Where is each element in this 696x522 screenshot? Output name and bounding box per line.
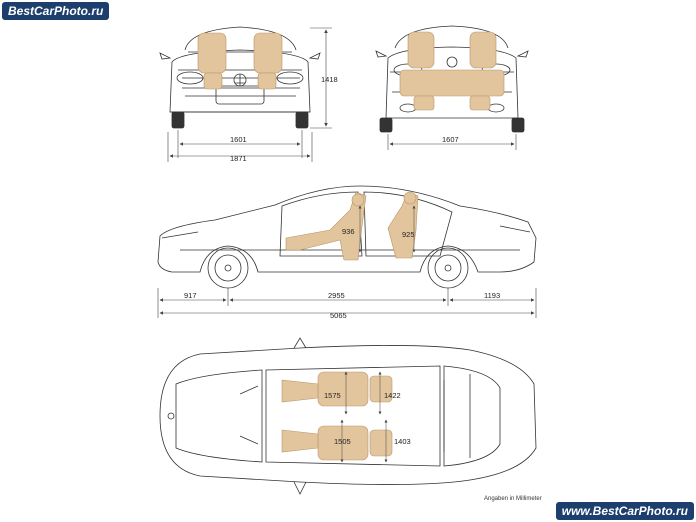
front-track-dimension <box>167 130 313 162</box>
rear-overhang-label: 1193 <box>484 291 500 300</box>
width-label: 1871 <box>230 154 247 163</box>
front-overhang-label: 917 <box>184 291 197 300</box>
top-view <box>159 337 537 495</box>
watermark-top: BestCarPhoto.ru <box>2 2 110 20</box>
front-view <box>159 26 321 129</box>
length-dimensions <box>157 288 537 318</box>
front-track-label: 1601 <box>230 135 247 144</box>
cabin-width-markers <box>340 371 388 463</box>
rear-track-dimension <box>387 134 517 150</box>
wheelbase-label: 2955 <box>328 291 345 300</box>
height-label: 1418 <box>321 75 338 84</box>
front-shoulder-label: 1575 <box>324 391 341 400</box>
length-label: 5065 <box>330 311 347 320</box>
front-view-seats <box>197 32 283 90</box>
rear-headroom-label: 925 <box>402 230 415 239</box>
headroom-markers <box>358 205 416 253</box>
front-hip-label: 1505 <box>334 437 351 446</box>
rear-shoulder-label: 1422 <box>384 391 401 400</box>
units-note: Angaben in Millimeter <box>484 496 542 502</box>
rear-view-seats <box>399 31 505 111</box>
top-view-seats <box>281 371 393 461</box>
front-headroom-label: 936 <box>342 227 355 236</box>
rear-track-label: 1607 <box>442 135 459 144</box>
rear-hip-label: 1403 <box>394 437 411 446</box>
watermark-bottom: www.BestCarPhoto.ru <box>555 502 694 520</box>
front-height-dimension <box>310 27 332 129</box>
